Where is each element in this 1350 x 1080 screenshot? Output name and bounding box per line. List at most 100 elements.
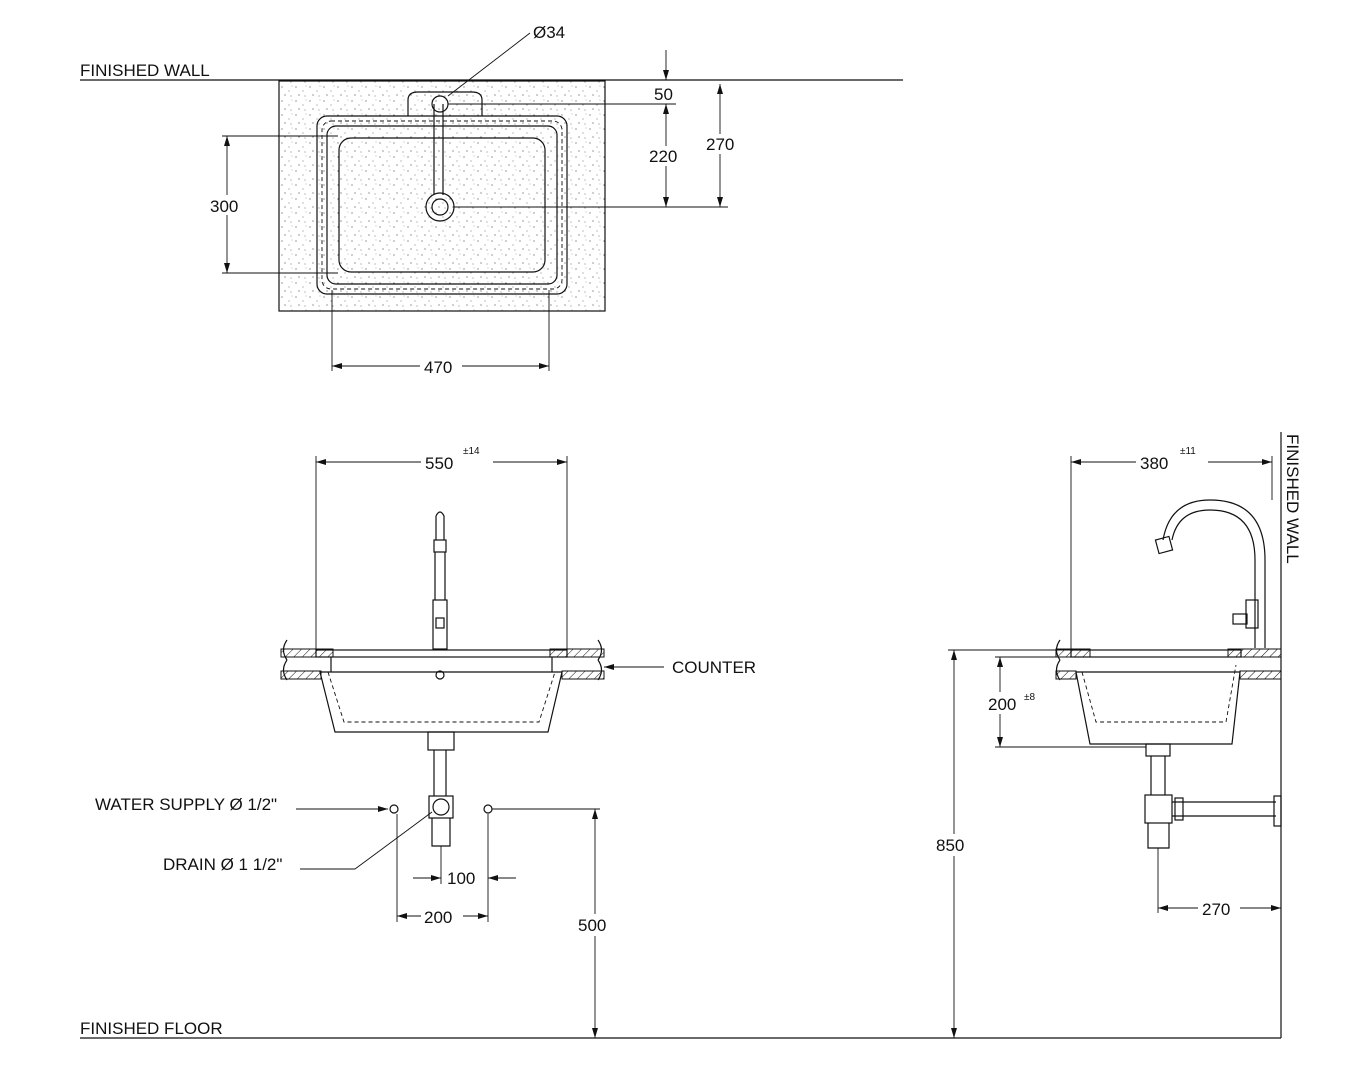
dim-470-arrow-right — [539, 363, 549, 369]
supply-point-left — [389, 804, 399, 814]
dim-bowl-tolerance: ±8 — [1024, 692, 1035, 703]
side-counter-right-top — [1227, 648, 1282, 658]
side-sink-rim — [1070, 649, 1242, 658]
drain-pipe-front — [433, 750, 447, 796]
basin-inner-rim — [326, 125, 558, 285]
counter-arrow — [604, 664, 614, 670]
counter-right-top — [549, 648, 605, 658]
dim-550-arrow-left — [316, 459, 326, 465]
front-view: 550 ±14 WATER SUPPLY Ø 1/2" — [95, 446, 756, 1038]
dim-300-mask — [208, 195, 246, 215]
finished-wall-label-side: FINISHED WALL — [1283, 434, 1302, 564]
dim-850: 850 — [936, 836, 964, 855]
dim-200: 200 — [424, 908, 452, 927]
dim-bowl-mask — [984, 692, 1050, 714]
side-faucet-aerator — [1154, 535, 1174, 555]
trap-nut-front — [432, 798, 450, 816]
hole-diameter-label: Ø34 — [533, 23, 565, 42]
dim-100: 100 — [447, 869, 475, 888]
dim-470-mask — [420, 356, 462, 376]
dim-380-tolerance: ±11 — [1180, 446, 1196, 457]
dim-300: 300 — [210, 197, 238, 216]
faucet-handle-front — [435, 617, 445, 629]
dim-550-arrow-right — [557, 459, 567, 465]
trap-body-front — [428, 795, 454, 819]
dim-220-arrow-top — [663, 104, 669, 114]
dim-500-arrow-top — [592, 809, 598, 819]
side-drain-pipe — [1150, 756, 1166, 795]
counter-label: COUNTER — [672, 658, 756, 677]
dim-850-mask — [934, 834, 974, 856]
drain-label: DRAIN Ø 1 1/2" — [163, 855, 282, 874]
side-trap-arm — [1172, 801, 1276, 817]
side-faucet-handle — [1245, 599, 1259, 629]
dim-50-arrow — [663, 70, 669, 80]
side-trap-nut — [1174, 797, 1184, 821]
counter-break-marks-lower — [282, 659, 603, 681]
counter-left-bottom — [280, 670, 322, 680]
counter-left-top — [280, 648, 334, 658]
faucet-deck-bump — [407, 91, 483, 116]
dim-270: 270 — [706, 135, 734, 154]
dim-50: 50 — [654, 85, 673, 104]
side-faucet-lever — [1232, 613, 1248, 625]
dim-270-mask — [704, 134, 742, 154]
dim-550-tolerance: ±14 — [463, 446, 480, 457]
sink-rim — [315, 649, 568, 658]
dim-470-arrow-left — [332, 363, 342, 369]
dim-550: 550 — [425, 454, 453, 473]
dim-500-arrow-bottom — [592, 1028, 598, 1038]
dim-850-arrow-bottom — [951, 1028, 957, 1038]
finished-floor-label: FINISHED FLOOR — [80, 1019, 223, 1038]
drain-leader-d — [354, 811, 433, 870]
dim-bowl-height: 200 — [988, 695, 1016, 714]
side-sink-bowl-hidden — [1081, 664, 1237, 723]
dim-380-arrow-left — [1071, 459, 1081, 465]
drain-tailpiece — [427, 731, 455, 751]
dim-220-arrow-bottom — [663, 197, 669, 207]
dim-380: 380 — [1140, 454, 1168, 473]
faucet-collar-front — [433, 539, 447, 553]
basin-outer-rim — [316, 115, 568, 295]
dim-500: 500 — [578, 916, 606, 935]
side-faucet-spout — [1162, 499, 1266, 648]
dim-100-arrow-right — [488, 875, 498, 881]
dim-bowl-arrow-top — [997, 657, 1003, 667]
dim-380-arrow-right — [1262, 459, 1272, 465]
basin-rim-hidden — [321, 120, 563, 290]
faucet-body-front — [434, 552, 446, 600]
dim-300-arrow-top — [224, 136, 230, 146]
dim-300-arrow-bottom — [224, 263, 230, 273]
side-sink-bowl — [1075, 671, 1241, 745]
faucet-base-front — [432, 599, 448, 650]
counter-right-bottom — [561, 670, 605, 680]
dim-drain-to-wall: 270 — [1202, 900, 1230, 919]
dim-220: 220 — [649, 147, 677, 166]
hole-leader — [447, 32, 531, 97]
side-counter-right-bottom — [1239, 670, 1282, 680]
dim-drainwall-arrow-left — [1158, 905, 1168, 911]
side-view: FINISHED WALL 380 ±11 — [934, 432, 1302, 1038]
finished-wall-label-top: FINISHED WALL — [80, 61, 210, 80]
dim-100-arrow-left — [431, 875, 441, 881]
water-supply-label: WATER SUPPLY Ø 1/2" — [95, 795, 277, 814]
counter-break-marks — [282, 639, 603, 661]
supply-point-right — [483, 804, 493, 814]
faucet-spout-plan — [433, 104, 444, 195]
overflow-hole — [435, 670, 445, 680]
dim-850-arrow-top — [951, 650, 957, 660]
water-supply-arrow — [378, 806, 388, 812]
dim-500-mask — [576, 914, 616, 936]
side-drain-tailpiece — [1145, 743, 1171, 757]
basin-bowl — [338, 137, 546, 273]
dim-200-arrow-left — [397, 913, 407, 919]
dim-drainwall-mask — [1198, 898, 1240, 918]
dim-bowl-arrow-bottom — [997, 737, 1003, 747]
drain-inner — [431, 198, 449, 216]
dim-drainwall-arrow-right — [1271, 905, 1281, 911]
faucet-spout-front — [435, 511, 445, 540]
sink-bowl-front — [319, 671, 563, 733]
side-trap-body — [1144, 794, 1173, 824]
dim-200-mask — [421, 906, 463, 926]
trap-outlet-front — [431, 818, 451, 847]
